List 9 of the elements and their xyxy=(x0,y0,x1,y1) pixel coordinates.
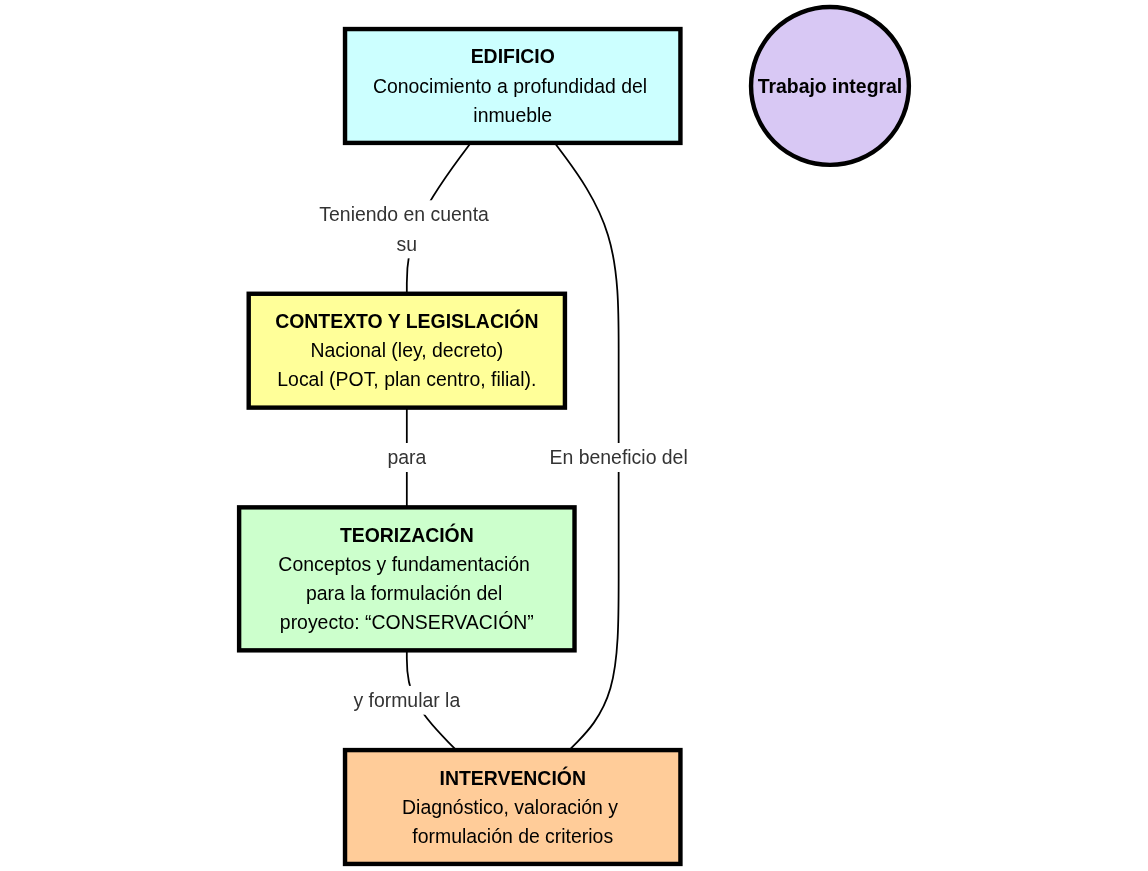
edge-label: Teniendo en cuenta su xyxy=(319,203,489,255)
edge-label: para xyxy=(387,446,427,469)
edge-label: En beneficio del xyxy=(549,446,688,469)
node-box: TEORIZACIÓN Conceptos y fundamentación para la formulación del proyecto: “CONSERVACIÓN” xyxy=(236,505,577,653)
edge-label: y formular la xyxy=(353,689,461,712)
node-box: INTERVENCIÓN Diagnóstico, valoración y formulación de criterios xyxy=(342,747,683,867)
node-circle: Trabajo integral xyxy=(748,4,912,168)
node-box: CONTEXTO Y LEGISLACIÓN Nacional (ley, decreto) Local (POT, plan centro, filial). xyxy=(246,291,568,410)
node-box: EDIFICIO Conocimiento a profundidad del inmueble xyxy=(342,26,683,146)
